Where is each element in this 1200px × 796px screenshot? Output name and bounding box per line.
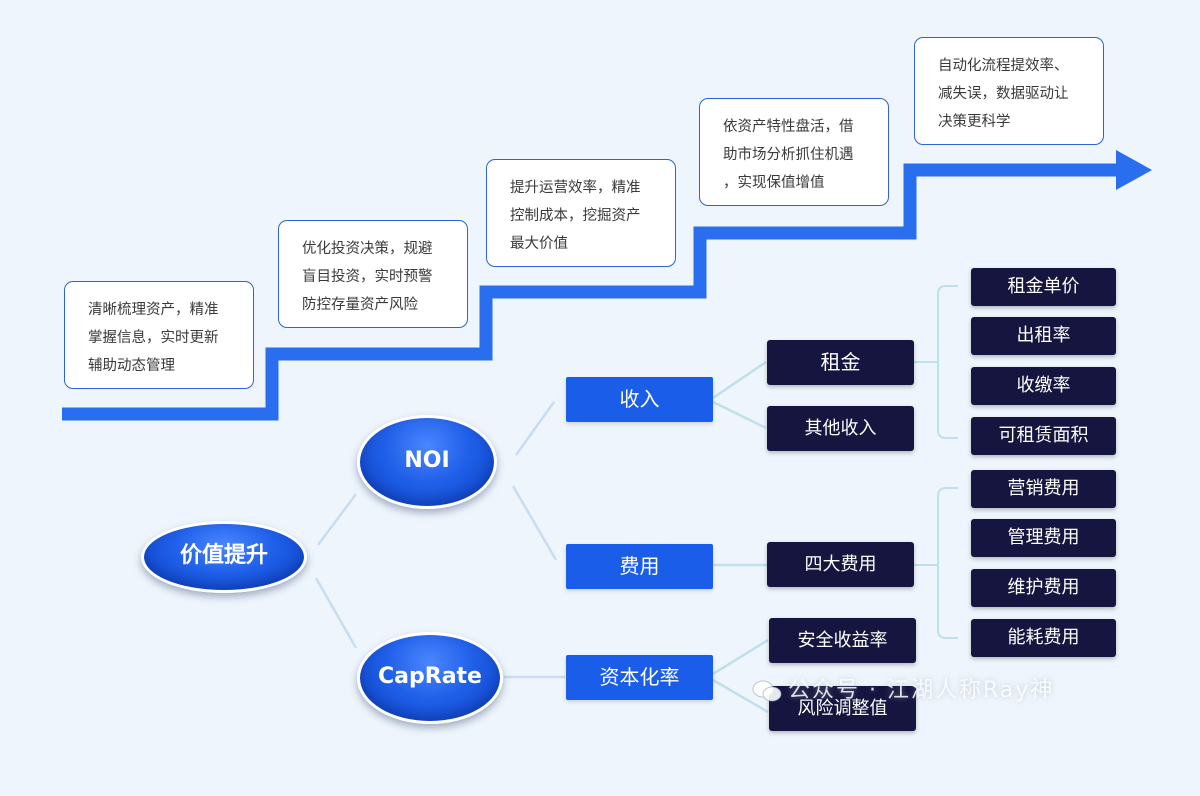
rent-box: 租金 bbox=[767, 340, 914, 385]
four-expenses-box: 四大费用 bbox=[767, 542, 914, 587]
watermark: 公众号 · 江湖人称Ray神 bbox=[752, 672, 1054, 704]
connector-noi-expense bbox=[511, 485, 558, 561]
connector-root-noi bbox=[316, 493, 358, 546]
income-box: 收入 bbox=[566, 377, 713, 422]
step-note-3: 提升运营效率，精准 控制成本，挖掘资产 最大价值 bbox=[486, 159, 676, 267]
bracket-expense bbox=[914, 487, 958, 639]
rent-item-leasable-area: 可租赁面积 bbox=[971, 417, 1116, 455]
expense-item-marketing: 营销费用 bbox=[971, 470, 1116, 508]
connector-caprate-safe bbox=[712, 638, 769, 676]
arrow-head bbox=[1116, 150, 1152, 190]
expense-item-energy: 能耗费用 bbox=[971, 619, 1116, 657]
expense-box: 费用 bbox=[566, 544, 713, 589]
expense-item-management: 管理费用 bbox=[971, 519, 1116, 557]
rent-item-collection: 收缴率 bbox=[971, 367, 1116, 405]
watermark-text: 公众号 · 江湖人称Ray神 bbox=[788, 678, 1055, 703]
wechat-icon bbox=[752, 680, 782, 702]
root-node: 价值提升 bbox=[141, 521, 307, 593]
connector-root-caprate bbox=[314, 577, 358, 649]
step-note-2: 优化投资决策，规避 盲目投资，实时预警 防控存量资产风险 bbox=[278, 220, 468, 328]
caprate-node: CapRate bbox=[357, 632, 503, 724]
bracket-rent bbox=[914, 285, 958, 439]
step-note-1: 清晰梳理资产，精准 掌握信息，实时更新 辅助动态管理 bbox=[64, 281, 254, 389]
staircase-arrow-line bbox=[62, 163, 1122, 421]
other-income-box: 其他收入 bbox=[767, 406, 914, 451]
rent-item-unit-price: 租金单价 bbox=[971, 268, 1116, 306]
risk-adjust-box: 风险调整值 bbox=[769, 686, 916, 731]
connector-caprate-risk bbox=[712, 678, 769, 714]
noi-node: NOI bbox=[357, 415, 497, 509]
connector-income-other bbox=[712, 400, 767, 430]
step-note-4: 依资产特性盘活，借 助市场分析抓住机遇 ，实现保值增值 bbox=[699, 98, 889, 206]
connector-income-rent bbox=[712, 360, 767, 400]
rent-item-occupancy: 出租率 bbox=[971, 317, 1116, 355]
cap-rate-box: 资本化率 bbox=[566, 655, 713, 700]
step-note-5: 自动化流程提效率、 减失误，数据驱动让 决策更科学 bbox=[914, 37, 1104, 145]
safe-yield-box: 安全收益率 bbox=[769, 618, 916, 663]
connector-noi-income bbox=[514, 401, 556, 456]
expense-item-maintenance: 维护费用 bbox=[971, 569, 1116, 607]
